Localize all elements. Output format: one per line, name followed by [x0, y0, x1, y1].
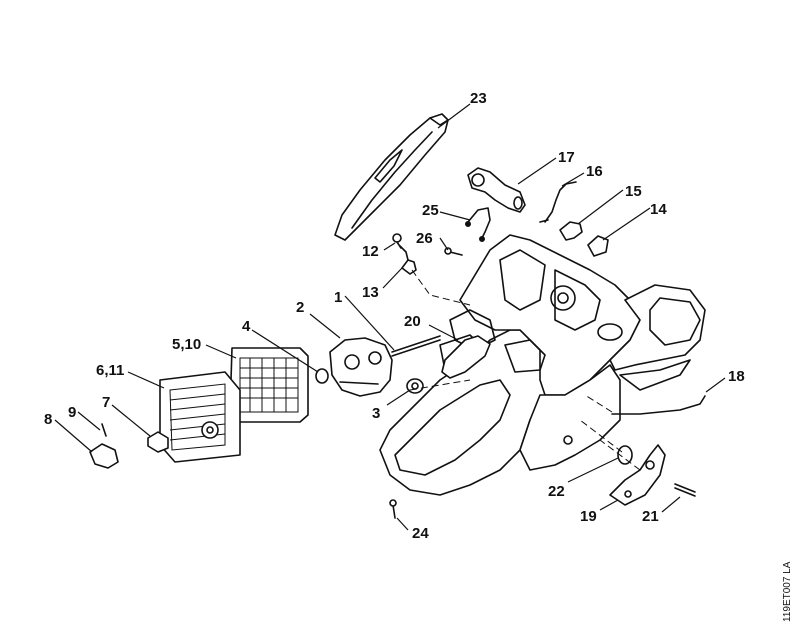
callout-17: 17 — [558, 149, 575, 166]
rear-handle-housing — [379, 234, 706, 496]
part-21-pin — [674, 483, 696, 497]
part-1-stud — [391, 335, 441, 357]
part-8-knob — [89, 443, 119, 469]
part-17-throttle-trigger — [467, 167, 526, 213]
part-16-spring — [539, 181, 577, 223]
part-9-pin — [101, 423, 107, 437]
part-6-11-filter-base — [159, 371, 241, 463]
callout-1: 1 — [334, 289, 342, 306]
callout-14: 14 — [650, 201, 667, 218]
callout-6-11: 6,11 — [96, 362, 124, 379]
callout-24: 24 — [412, 525, 429, 542]
callout-12: 12 — [362, 243, 379, 260]
part-26-screw — [444, 247, 463, 256]
callout-9: 9 — [68, 404, 76, 421]
callout-8: 8 — [44, 411, 52, 428]
part-25-cable — [465, 207, 491, 242]
callout-21: 21 — [642, 508, 659, 525]
callout-5-10: 5,10 — [172, 336, 201, 353]
callout-labels: 23 17 16 15 14 25 12 26 13 1 2 20 4 5,10… — [44, 90, 745, 542]
part-24-screw — [389, 499, 397, 519]
part-2-carburetor — [329, 337, 393, 397]
part-22-ring — [617, 445, 633, 465]
part-23-handle-cover — [334, 113, 449, 241]
callout-26: 26 — [416, 230, 433, 247]
callout-18: 18 — [728, 368, 745, 385]
drawing-reference-code: 119ET007 LA — [782, 561, 793, 622]
assembly-guide-lines — [409, 269, 641, 471]
part-13-bracket — [399, 245, 417, 275]
callout-13: 13 — [362, 284, 379, 301]
part-4-washer — [315, 368, 329, 384]
callout-2: 2 — [296, 299, 304, 316]
callout-15: 15 — [625, 183, 642, 200]
part-7-nut — [147, 431, 169, 453]
callout-4: 4 — [242, 318, 251, 335]
callout-25: 25 — [422, 202, 439, 219]
part-19-bracket — [609, 444, 666, 506]
part-18-rod — [611, 395, 706, 415]
part-12-screw — [392, 233, 402, 249]
callout-20: 20 — [404, 313, 421, 330]
part-5-10-air-filter — [229, 347, 309, 423]
callout-3: 3 — [372, 405, 380, 422]
callout-16: 16 — [586, 163, 603, 180]
callout-22: 22 — [548, 483, 565, 500]
leader-lines — [54, 103, 726, 531]
callout-7: 7 — [102, 394, 110, 411]
part-15-lever — [559, 221, 583, 241]
part-14-interlock-lever — [587, 235, 609, 257]
callout-19: 19 — [580, 508, 597, 525]
part-20-throttle-lock — [441, 335, 491, 379]
callout-23: 23 — [470, 90, 487, 107]
